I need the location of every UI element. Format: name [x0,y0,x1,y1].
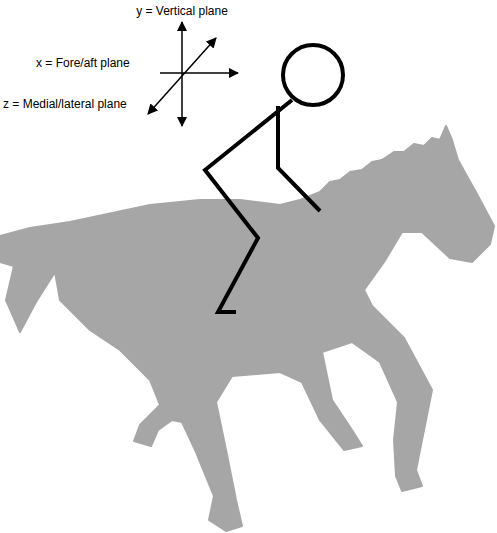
axis-cross [148,22,238,126]
axis-label: x = Fore/aft plane [36,56,130,70]
axis-label: z = Medial/lateral plane [3,97,127,111]
axis-label: y = Vertical plane [136,4,228,18]
rider-stick-figure [205,45,343,312]
horse-silhouette [0,126,494,531]
